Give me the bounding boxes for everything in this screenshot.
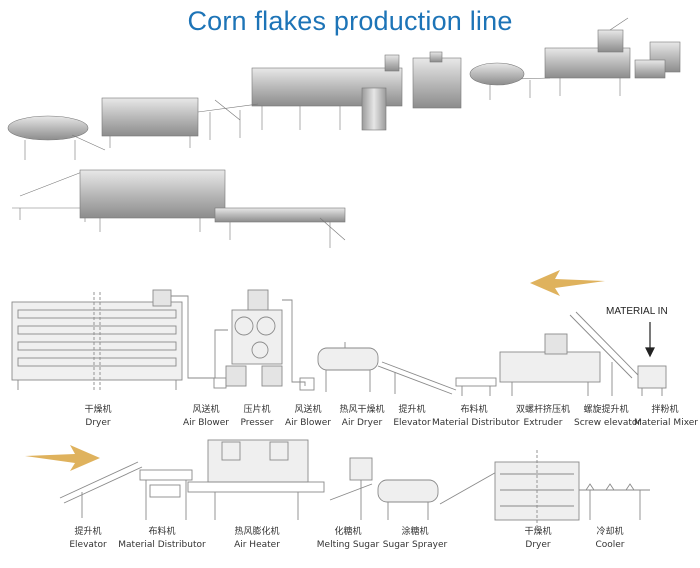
- extruder-schematic: [499, 333, 601, 396]
- photo-line-upper: [7, 17, 681, 160]
- air-dryer-schematic: [317, 342, 379, 392]
- presser-schematic: [225, 289, 283, 387]
- material-distributor-schematic-2: [139, 469, 193, 520]
- dryer-schematic-2: [494, 450, 580, 530]
- material-in-arrow: [645, 322, 655, 358]
- air-blower-schematic-1: [152, 289, 228, 389]
- sugar-sprayer-schematic: [377, 469, 501, 520]
- flow-arrow-row1: [530, 270, 605, 296]
- melting-sugar-schematic: [329, 457, 373, 520]
- diagram-title: Corn flakes production line: [187, 6, 513, 36]
- flow-arrow-row2: [25, 445, 100, 471]
- screw-elevator-schematic: [569, 311, 639, 396]
- machinery-photo: [7, 17, 681, 248]
- dryer-schematic: [11, 292, 183, 390]
- material-in-label: MATERIAL IN: [606, 306, 668, 317]
- air-heater-schematic: [187, 439, 325, 520]
- material-mixer-schematic: [637, 365, 667, 396]
- photo-line-lower: [12, 169, 346, 248]
- elevator-schematic-2: [59, 461, 143, 518]
- cooler-schematic: [579, 483, 650, 520]
- material-distributor-schematic-1: [455, 377, 497, 396]
- elevator-schematic-1: [377, 361, 457, 395]
- air-blower-schematic-2: [282, 299, 315, 391]
